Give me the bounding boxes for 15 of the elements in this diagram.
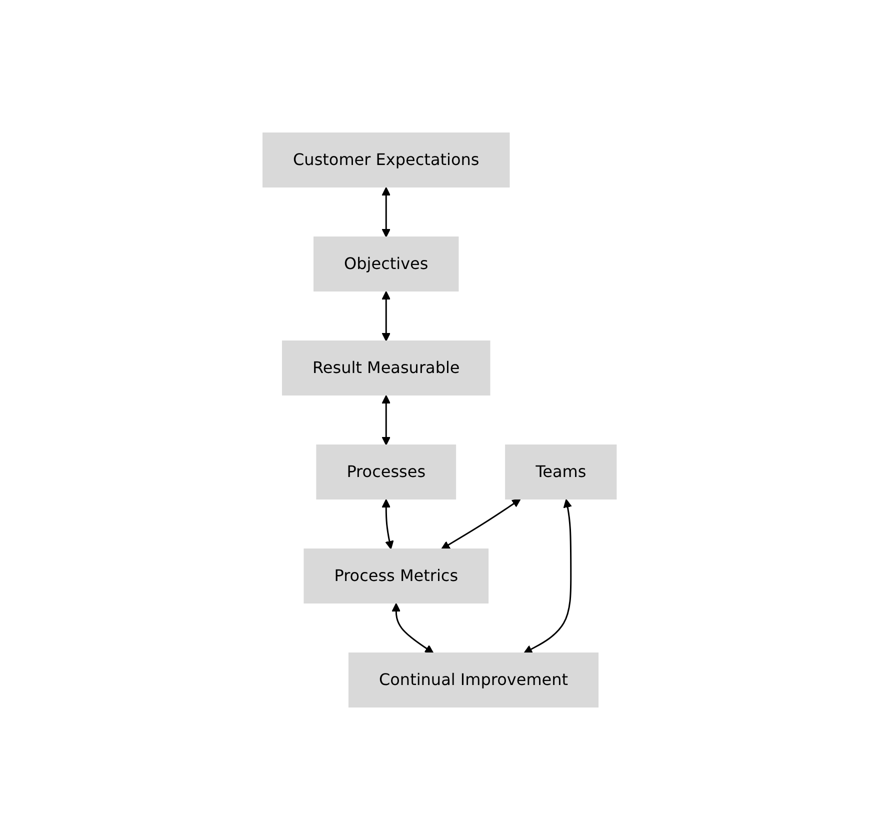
- arrow: [524, 499, 572, 654]
- node-box: [313, 236, 459, 292]
- node-box: [304, 548, 488, 604]
- arrow: [382, 291, 390, 342]
- node-box: [316, 444, 456, 500]
- arrow: [392, 603, 434, 654]
- arrow: [441, 498, 521, 550]
- node-box: [504, 444, 617, 500]
- arrow: [382, 187, 390, 238]
- flowchart: Customer Expectations Objectives Result Measurable Processes Process Metrics Teams Continual Improvement: [254, 0, 624, 840]
- node-box: [282, 340, 490, 396]
- arrow: [382, 395, 390, 446]
- node-box: [262, 132, 510, 188]
- node-box: [348, 652, 598, 708]
- arrow: [382, 499, 394, 550]
